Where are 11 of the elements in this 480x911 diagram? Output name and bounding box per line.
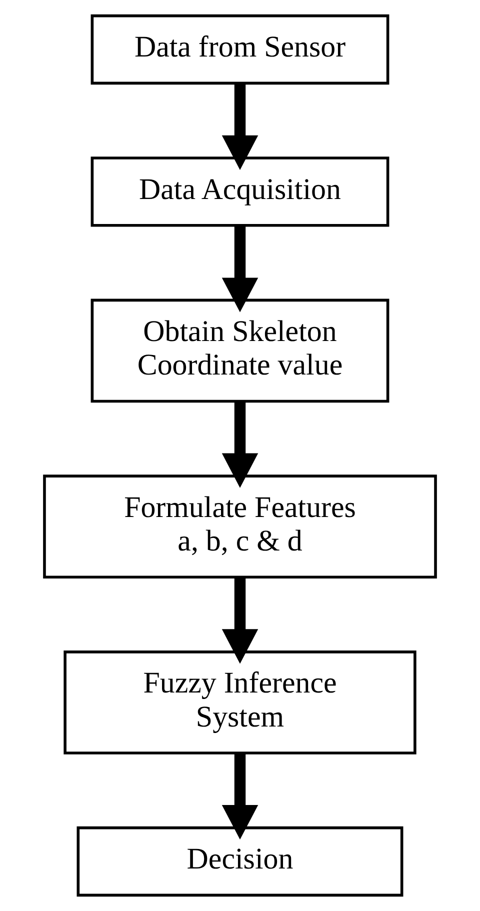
node-box: Decision [76,826,404,897]
node-box: Obtain Skeleton Coordinate value [90,298,390,403]
arrow [222,401,258,488]
arrow [222,83,258,170]
node-box: Data from Sensor [90,14,390,85]
node-box: Data Acquisition [90,156,390,227]
node-box: Fuzzy Inference System [64,650,416,754]
arrow [222,577,258,664]
arrow [222,753,258,840]
arrow [222,226,258,312]
node-box: Formulate Features a, b, c & d [43,474,437,579]
